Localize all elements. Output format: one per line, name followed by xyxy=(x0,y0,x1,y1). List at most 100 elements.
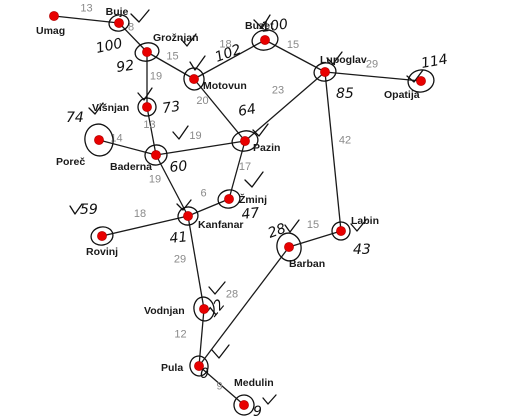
handwritten-checkmark xyxy=(244,171,264,188)
node-groznjan[interactable] xyxy=(142,47,152,57)
handwritten-value-motovun: 102 xyxy=(213,42,244,66)
node-visnjan[interactable] xyxy=(142,102,152,112)
edge-weight-label: 15 xyxy=(307,219,319,231)
edge-zminj-kanfanar xyxy=(187,198,230,217)
node-labels-layer: UmagBujeGrožnjanBuzetMotovunLupoglavOpat… xyxy=(36,6,420,389)
handwritten-checkmark xyxy=(137,87,153,101)
edge-weight-label: 13 xyxy=(143,119,155,131)
handwritten-checkmark xyxy=(176,199,192,211)
handwritten-value-medulin: 9 xyxy=(253,404,262,418)
edge-weight-label: 17 xyxy=(239,161,251,173)
node-label-buje: Buje xyxy=(106,6,129,18)
edge-baderna-pazin xyxy=(155,140,246,156)
handwritten-checkmark xyxy=(88,102,104,115)
handwritten-checkmark xyxy=(130,9,150,23)
node-zminj[interactable] xyxy=(224,194,234,204)
edge-umag-buje xyxy=(53,15,120,24)
handwritten-value-opatija: 114 xyxy=(420,52,449,72)
edge-weight-label: 12 xyxy=(174,329,186,341)
handwritten-value-zminj: 47 xyxy=(241,205,260,223)
edge-weight-label: 42 xyxy=(339,135,351,147)
node-rovinj[interactable] xyxy=(97,231,107,241)
handwritten-checkmark xyxy=(253,14,271,29)
handwritten-value-pazin: 64 xyxy=(237,101,257,120)
handwritten-value-labin: 43 xyxy=(353,242,371,258)
node-lupoglav[interactable] xyxy=(320,67,330,77)
handwritten-circle xyxy=(134,42,160,62)
handwritten-value-baderna: 60 xyxy=(169,158,188,176)
node-porec[interactable] xyxy=(94,135,104,145)
node-label-groznjan: Grožnjan xyxy=(153,32,199,44)
node-opatija[interactable] xyxy=(416,76,426,86)
node-label-motovun: Motovun xyxy=(203,80,247,92)
node-medulin[interactable] xyxy=(239,400,249,410)
edge-weight-label: 15 xyxy=(166,51,178,63)
handwritten-circle xyxy=(407,69,435,93)
edge-weight-label: 23 xyxy=(272,85,284,97)
edge-kanfanar-rovinj xyxy=(101,215,189,237)
node-buzet[interactable] xyxy=(260,35,270,45)
edge-weight-label: 18 xyxy=(219,39,231,51)
handwritten-checkmark xyxy=(326,51,343,65)
node-pazin[interactable] xyxy=(240,136,250,146)
node-label-rovinj: Rovinj xyxy=(86,246,118,258)
node-label-visnjan: Višnjan xyxy=(92,102,129,114)
edge-weight-label: 6 xyxy=(200,188,206,200)
handwritten-checkmark xyxy=(350,219,367,232)
edge-kanfanar-vodnjan xyxy=(187,215,205,310)
edge-weight-label: 9 xyxy=(216,381,222,393)
handwritten-value-visnjan: 73 xyxy=(161,99,181,117)
edge-weight-label: 18 xyxy=(134,208,146,220)
node-kanfanar[interactable] xyxy=(183,211,193,221)
node-baderna[interactable] xyxy=(151,150,161,160)
node-label-pula: Pula xyxy=(161,362,183,374)
handwritten-circle xyxy=(331,221,351,241)
edge-weight-label: 15 xyxy=(287,39,299,51)
handwritten-checkmark xyxy=(69,203,83,215)
node-label-barban: Barban xyxy=(289,258,325,270)
edges-layer xyxy=(53,15,422,406)
edge-visnjan-baderna xyxy=(146,106,157,156)
handwritten-checkmark xyxy=(262,394,277,405)
node-umag[interactable] xyxy=(49,11,59,21)
handwritten-checkmark xyxy=(180,33,197,47)
node-label-buzet: Buzet xyxy=(245,20,274,32)
handwritten-value-pula: 0 xyxy=(200,366,209,382)
handwritten-checkmark xyxy=(211,344,230,359)
node-motovun[interactable] xyxy=(189,74,199,84)
edge-weight-label: 8 xyxy=(128,22,134,34)
node-label-pazin: Pazin xyxy=(253,142,280,154)
handwritten-circle xyxy=(251,29,279,51)
edge-lupoglav-opatija xyxy=(324,71,422,82)
handwritten-circle xyxy=(231,130,259,152)
node-label-baderna: Baderna xyxy=(110,161,152,173)
edge-baderna-kanfanar xyxy=(155,154,189,217)
handwritten-circle xyxy=(313,62,337,82)
edge-lupoglav-pazin xyxy=(244,71,326,142)
handwritten-checkmark xyxy=(208,281,226,295)
handwritten-circle xyxy=(183,67,205,91)
handwritten-circle xyxy=(276,232,302,262)
edge-porec-baderna xyxy=(98,139,157,156)
handwritten-checkmark xyxy=(406,69,424,83)
edge-weight-label: 20 xyxy=(196,95,208,107)
node-label-lupoglav: Lupoglav xyxy=(320,54,367,66)
edge-buzet-motovun xyxy=(193,39,266,80)
handwritten-circle xyxy=(108,14,130,32)
node-pula[interactable] xyxy=(194,361,204,371)
handwritten-checkmark xyxy=(172,125,189,140)
handwritten-value-buje: 100 xyxy=(95,36,125,57)
node-vodnjan[interactable] xyxy=(199,304,209,314)
node-labin[interactable] xyxy=(336,226,346,236)
node-barban[interactable] xyxy=(284,242,294,252)
node-buje[interactable] xyxy=(114,18,124,28)
node-label-umag: Umag xyxy=(36,25,65,37)
node-label-porec: Poreč xyxy=(56,156,85,168)
node-label-zminj: Žminj xyxy=(239,193,267,206)
edge-weight-label: 29 xyxy=(174,254,186,266)
edge-motovun-pazin xyxy=(193,78,246,142)
edge-weight-label: 19 xyxy=(189,130,201,142)
